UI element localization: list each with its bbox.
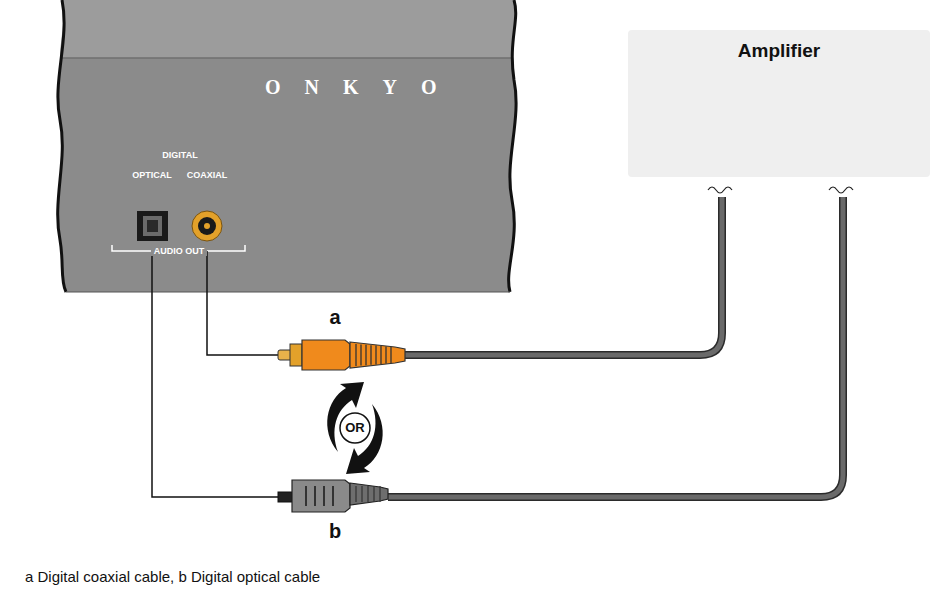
ridge xyxy=(361,486,362,502)
leader-line xyxy=(152,292,278,497)
ridge xyxy=(375,346,376,365)
device-panel: ONKYO xyxy=(65,0,505,290)
optical-plug xyxy=(278,480,388,512)
coaxial-plug-ridges xyxy=(356,344,391,366)
panel-band-edge xyxy=(60,57,513,59)
coaxial-jack-pin xyxy=(204,223,210,229)
amplifier-box: Amplifier xyxy=(628,30,930,177)
or-circle xyxy=(340,413,370,443)
or-label: OR xyxy=(345,420,365,435)
brand-logo: ONKYO xyxy=(265,76,461,99)
ridge xyxy=(323,486,325,506)
leader-line xyxy=(207,292,278,355)
ridge xyxy=(365,345,366,365)
optical-jack-slot xyxy=(147,220,158,232)
cable-break xyxy=(829,187,853,193)
port-label: OPTICAL xyxy=(132,170,172,180)
ridge xyxy=(305,486,307,506)
ridge xyxy=(370,345,371,365)
ridge xyxy=(355,344,356,366)
cable-outline xyxy=(405,197,722,355)
panel-top-band xyxy=(60,0,515,58)
cable-connector xyxy=(152,197,843,497)
device-panel xyxy=(58,0,516,292)
leader-optical xyxy=(151,262,153,292)
ridge xyxy=(373,486,374,502)
leader-coaxial xyxy=(206,262,208,292)
section-label: DIGITAL xyxy=(162,150,197,160)
cable xyxy=(405,197,722,355)
ridge xyxy=(360,344,361,365)
ridge xyxy=(355,486,356,502)
cable xyxy=(388,197,843,497)
ridge xyxy=(380,346,381,364)
port-label: COAXIAL xyxy=(187,170,228,180)
cable-break xyxy=(708,187,732,193)
ridge xyxy=(390,347,391,363)
ridge xyxy=(314,486,316,506)
ridge xyxy=(332,486,334,506)
panel-bottom xyxy=(66,292,510,293)
coaxial-jack-inner xyxy=(198,217,216,235)
panel-wavy-left xyxy=(58,0,66,292)
ridge xyxy=(367,486,368,502)
cable-outline xyxy=(388,197,843,497)
callout-letter: a xyxy=(329,306,340,329)
bracket-label: AUDIO OUT xyxy=(151,246,208,256)
optical-plug-ridges xyxy=(306,486,380,506)
ridge xyxy=(385,346,386,363)
coaxial-jack xyxy=(192,211,222,241)
optical-jack xyxy=(137,211,168,241)
optical-jack-inner xyxy=(143,216,162,236)
callout-letter: b xyxy=(329,520,341,543)
cable-connector xyxy=(207,197,722,355)
coaxial-plug xyxy=(278,340,405,370)
panel-wavy-right xyxy=(509,0,516,292)
ridge xyxy=(379,486,380,502)
device-title: Amplifier xyxy=(738,40,820,62)
caption: a Digital coaxial cable, b Digital optic… xyxy=(25,568,320,585)
